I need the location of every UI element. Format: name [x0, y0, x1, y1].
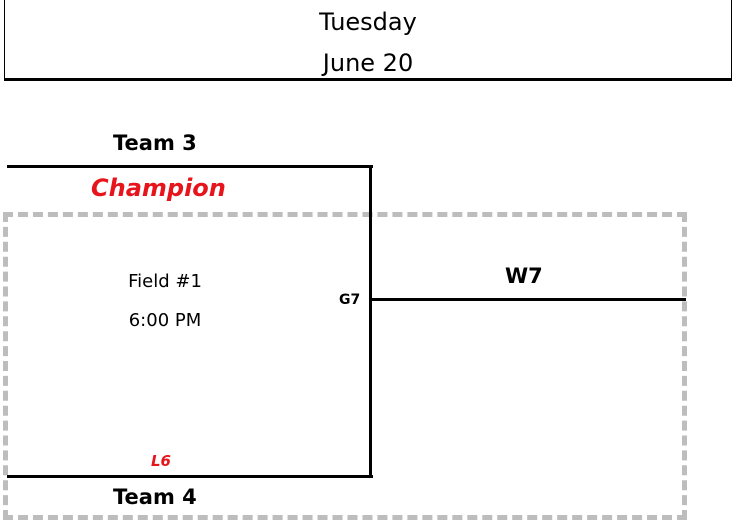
loser-ref-label: L6 [151, 452, 171, 470]
game-region-outline [3, 212, 687, 520]
game-id-label: G7 [339, 292, 361, 308]
header-day: Tuesday [319, 8, 417, 36]
winner-label: W7 [505, 264, 543, 288]
bracket-line-bottom [7, 475, 373, 478]
team-top-label: Team 3 [113, 131, 197, 155]
date-header: Tuesday June 20 [4, 0, 732, 81]
bracket-line-vertical [369, 165, 372, 478]
game-time: 6:00 PM [128, 310, 202, 331]
field-label: Field #1 [128, 271, 202, 292]
bracket-line-output [369, 298, 686, 301]
champion-label: Champion [91, 174, 226, 202]
bracket-line-top [7, 165, 373, 168]
team-bottom-label: Team 4 [113, 485, 197, 509]
header-date: June 20 [322, 49, 414, 77]
